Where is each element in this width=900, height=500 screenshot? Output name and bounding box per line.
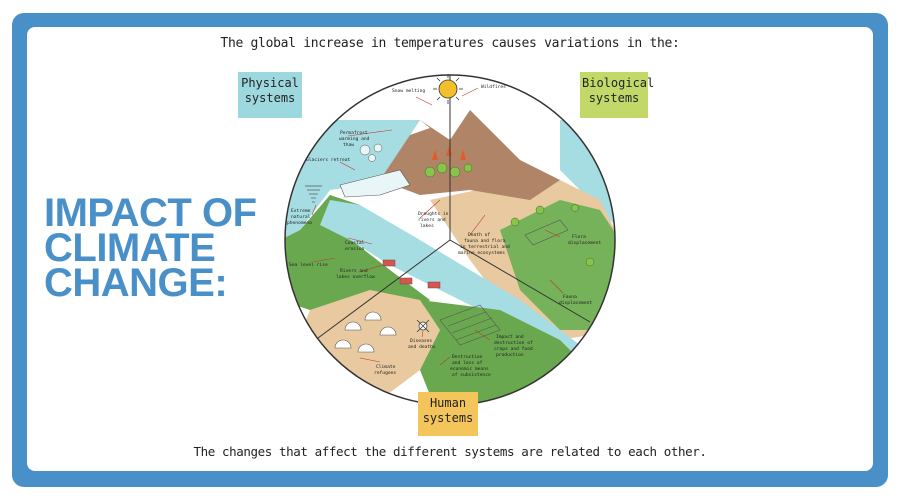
annotation-fauna-2: displacement [559,300,592,306]
leader-lines [311,87,564,366]
annotation-permafrost-3: thaw [343,142,354,148]
biological-label-line-2: systems [588,91,640,105]
annotation-economic-1: Destruction [452,354,483,360]
skull-icon [416,319,430,333]
annotation-extreme-3: phenomena [287,220,312,226]
glacier [339,169,411,198]
annotation-death-4: marine ecosystems [458,250,505,256]
human-label-line-1: Human [429,396,467,410]
annotation-wildfires: Wildfires [481,84,506,90]
annotation-death-2: fauna and flora [464,238,506,244]
annotation-rivers-2: lakes overflow [336,274,375,280]
annotation-droughts-3: lakes [420,223,434,229]
annotation-economic-2: and loss of [452,360,483,366]
sun-icon [433,74,463,104]
ice-chunk [359,144,371,156]
annotation-economic-4: of subsistence [452,372,491,378]
divider-left [317,239,451,339]
annotation-sea-level: Sea level rise [289,262,328,268]
physical-systems-label: Physical systems [238,72,302,118]
physical-label-line-2: systems [244,91,296,105]
mountains [380,110,560,200]
annotation-droughts-2: rivers and [418,217,446,223]
land-biological [500,200,615,330]
annotation-refugees-1: Climate [376,364,396,370]
heading-line-2: CLIMATE [44,226,216,270]
annotation-glaciers: Glaciers retreat [306,157,350,163]
trees [424,162,595,267]
annotation-extreme-1: Extreme [291,208,311,214]
annotation-permafrost-1: Permafrost [340,130,368,136]
annotation-diseases-2: and deaths [408,344,436,350]
human-label-line-2: systems [422,411,474,425]
annotation-rivers-1: Rivers and [340,268,368,274]
annotation-death-1: Death of [468,232,490,238]
crop-fields [439,219,569,346]
annotation-crops-1: Impact and [496,334,524,340]
annotation-flora-2: displacement [568,240,601,246]
annotation-crops-3: crops and food [494,346,533,352]
biological-label-line-1: Biological [582,76,655,90]
annotation-refugees-2: refugees [374,370,396,376]
physical-label-line-1: Physical [241,76,299,90]
annotation-fauna-1: Fauna [563,294,577,300]
annotation-economic-3: economic means [450,366,489,372]
bottom-caption: The changes that affect the different sy… [193,444,707,459]
refugee-tents [334,311,397,353]
ice-chunk [373,143,383,153]
heading-line-3: CHANGE: [44,261,228,305]
biological-systems-label: Biological systems [580,72,655,118]
divider-right [449,239,591,323]
heading-line-1: IMPACT OF [44,191,257,235]
tornado-icon [305,185,322,203]
ice-chunk [368,154,376,162]
human-systems-label: Human systems [418,392,478,436]
annotation-death-3: in terrestrial and [460,244,510,250]
annotation-coastal-1: Coastal [345,240,365,246]
top-caption: The global increase in temperatures caus… [220,36,680,51]
sea-left [285,120,420,240]
houses [382,259,441,289]
annotation-flora-1: Flora [572,234,586,240]
snow-cap [410,120,430,135]
annotation-diseases-1: Diseases [410,338,432,344]
main-heading: IMPACT OF CLIMATE CHANGE: [44,191,264,305]
annotation-coastal-2: erosion [345,246,365,252]
annotation-crops-2: destruction of [494,340,533,346]
annotation-extreme-2: natural [291,214,311,220]
annotation-permafrost-2: warming and [339,136,370,142]
annotation-snow-melting: Snow melting [392,88,425,94]
annotation-crops-4: production [496,352,524,358]
annotation-droughts-1: Droughts in [418,211,449,217]
